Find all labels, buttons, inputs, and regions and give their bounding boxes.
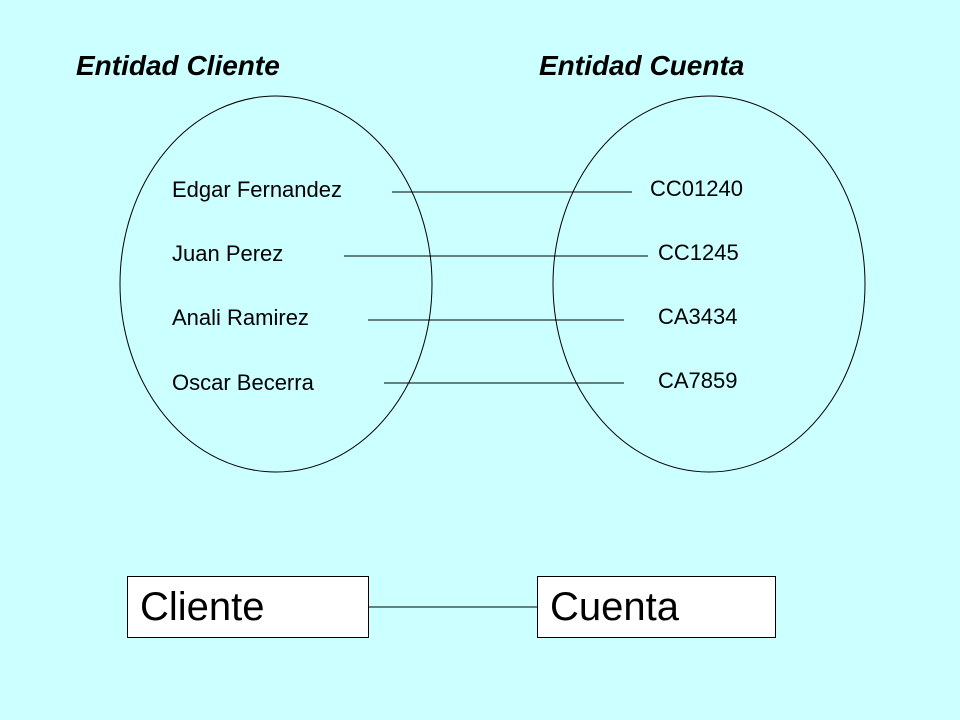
cliente-item-2: Juan Perez <box>172 241 284 266</box>
cliente-item-3: Anali Ramirez <box>172 305 309 330</box>
heading-entidad-cliente: Entidad Cliente <box>76 50 280 81</box>
entity-box-cuenta: Cuenta <box>537 576 776 638</box>
cliente-item-1: Edgar Fernandez <box>172 177 342 202</box>
cuenta-item-3: CA3434 <box>658 304 738 329</box>
cuenta-item-4: CA7859 <box>658 368 738 393</box>
heading-entidad-cuenta: Entidad Cuenta <box>539 50 745 81</box>
cuenta-item-1: CC01240 <box>650 176 743 201</box>
cuenta-set-ellipse <box>552 95 866 473</box>
cliente-set-ellipse <box>119 95 433 473</box>
entity-label-cliente: Cliente <box>140 585 265 629</box>
entity-box-cliente: Cliente <box>127 576 369 638</box>
cliente-item-4: Oscar Becerra <box>172 370 314 395</box>
cuenta-item-2: CC1245 <box>658 240 739 265</box>
entity-label-cuenta: Cuenta <box>550 585 679 629</box>
